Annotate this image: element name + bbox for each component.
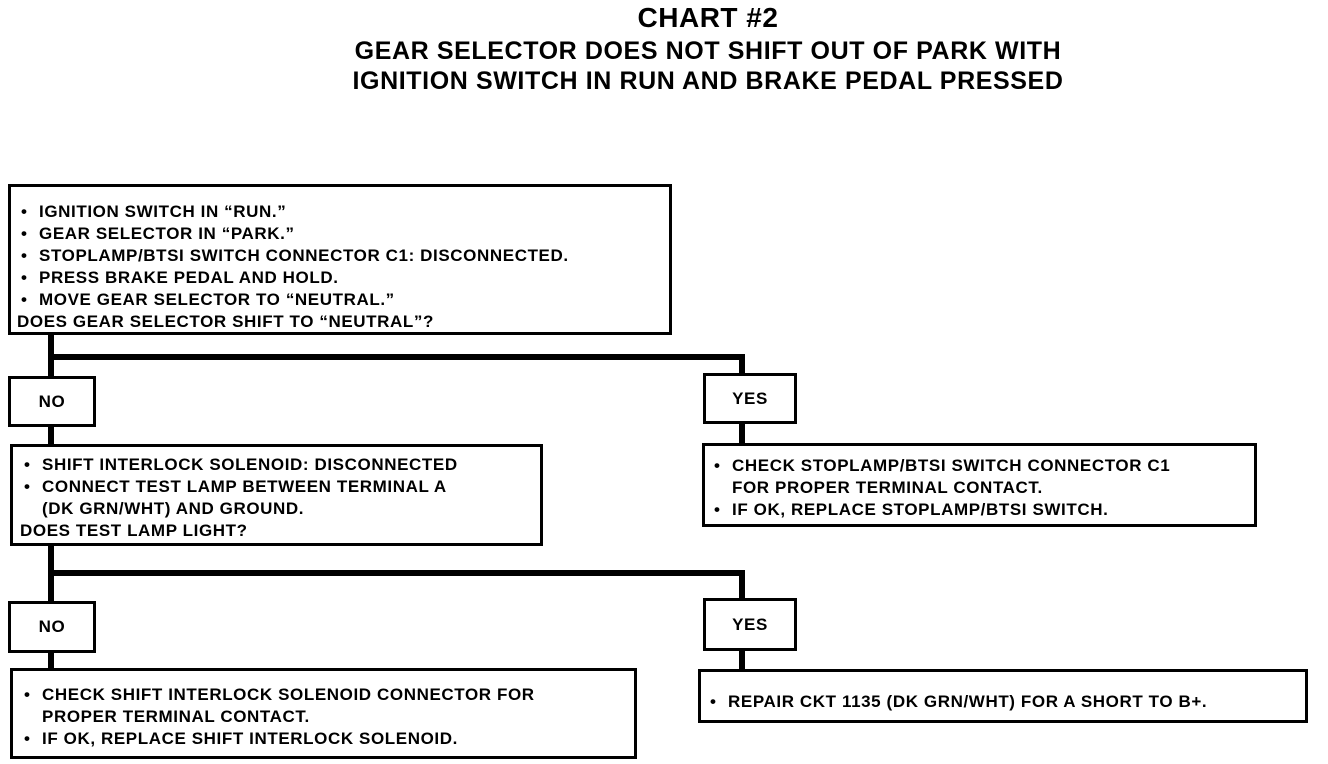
yes2-result-bullet: • REPAIR CKT 1135 (DK GRN/WHT) FOR A SHOR… — [710, 691, 1207, 713]
yes1-result-bullet: • IF OK, REPLACE STOPLAMP/BTSI SWITCH. — [714, 499, 1170, 521]
yes1-result-continuation: FOR PROPER TERMINAL CONTACT. — [732, 478, 1043, 497]
step1-bullet-text: GEAR SELECTOR IN “PARK.” — [39, 224, 295, 243]
step1-bullet: • GEAR SELECTOR IN “PARK.” — [21, 223, 569, 245]
step1-box: • IGNITION SWITCH IN “RUN.” • GEAR SELECTO… — [8, 184, 672, 335]
no2-result-bullet-text: IF OK, REPLACE SHIFT INTERLOCK SOLENOID. — [42, 729, 458, 748]
step1-bullet-text: STOPLAMP/BTSI SWITCH CONNECTOR C1: DISCO… — [39, 246, 569, 265]
yes1-result-bullet: • CHECK STOPLAMP/BTSI SWITCH CONNECTOR C1 — [714, 455, 1170, 477]
no-label-branch2: NO — [8, 601, 96, 653]
no2-result-continuation: PROPER TERMINAL CONTACT. — [42, 707, 310, 726]
no-label-branch1: NO — [8, 376, 96, 427]
step1-bullet: • PRESS BRAKE PEDAL AND HOLD. — [21, 267, 569, 289]
step2-box: •SHIFT INTERLOCK SOLENOID: DISCONNECTED … — [10, 444, 543, 546]
bullet-glyph: • — [24, 685, 31, 704]
bullet-glyph: • — [21, 290, 28, 309]
no2-result-bullet: • CHECK SHIFT INTERLOCK SOLENOID CONNECTO… — [24, 684, 535, 706]
step1-bullet: • STOPLAMP/BTSI SWITCH CONNECTOR C1: DISC… — [21, 245, 569, 267]
step1-bullet-text: MOVE GEAR SELECTOR TO “NEUTRAL.” — [39, 290, 395, 309]
chart-subtitle-line-1: GEAR SELECTOR DOES NOT SHIFT OUT OF PARK… — [354, 37, 1062, 65]
yes1-result-bullet-text: CHECK STOPLAMP/BTSI SWITCH CONNECTOR C1 — [732, 456, 1171, 475]
step2-content: •SHIFT INTERLOCK SOLENOID: DISCONNECTED … — [20, 454, 458, 542]
step1-bullet-text: PRESS BRAKE PEDAL AND HOLD. — [39, 268, 339, 287]
step2-bullet: • CONNECT TEST LAMP BETWEEN TERMINAL A — [24, 476, 458, 498]
step2-question: DOES TEST LAMP LIGHT? — [20, 521, 248, 540]
step2-bullet-continuation: (DK GRN/WHT) AND GROUND. — [42, 499, 305, 518]
yes2-result-bullet-text: REPAIR CKT 1135 (DK GRN/WHT) FOR A SHORT… — [728, 692, 1208, 711]
yes2-result-content: • REPAIR CKT 1135 (DK GRN/WHT) FOR A SHOR… — [710, 691, 1207, 713]
no2-result-bullet-text: CHECK SHIFT INTERLOCK SOLENOID CONNECTOR… — [42, 685, 535, 704]
no2-result-bullet: • IF OK, REPLACE SHIFT INTERLOCK SOLENOID… — [24, 728, 535, 750]
bullet-glyph: • — [710, 692, 717, 711]
step1-bullet: • IGNITION SWITCH IN “RUN.” — [21, 201, 569, 223]
bullet-glyph: • — [24, 477, 31, 496]
bullet-glyph: • — [714, 456, 721, 475]
bullet-glyph: • — [21, 246, 28, 265]
no2-result-box: • CHECK SHIFT INTERLOCK SOLENOID CONNECTO… — [10, 668, 637, 759]
step1-bullet: • MOVE GEAR SELECTOR TO “NEUTRAL.” — [21, 289, 569, 311]
chart-subtitle-line-2: IGNITION SWITCH IN RUN AND BRAKE PEDAL P… — [352, 67, 1064, 95]
chart-title: CHART #2 — [637, 2, 779, 33]
step1-question: DOES GEAR SELECTOR SHIFT TO “NEUTRAL”? — [17, 312, 434, 331]
step2-bullet-text: CONNECT TEST LAMP BETWEEN TERMINAL A — [42, 477, 447, 496]
step1-content: • IGNITION SWITCH IN “RUN.” • GEAR SELECTO… — [17, 201, 569, 333]
bullet-glyph: • — [21, 268, 28, 287]
bullet-glyph: • — [24, 729, 31, 748]
yes-label-branch2: YES — [703, 598, 797, 651]
no2-result-content: • CHECK SHIFT INTERLOCK SOLENOID CONNECTO… — [24, 684, 535, 750]
yes2-result-box: • REPAIR CKT 1135 (DK GRN/WHT) FOR A SHOR… — [698, 669, 1308, 723]
yes1-result-bullet-text: IF OK, REPLACE STOPLAMP/BTSI SWITCH. — [732, 500, 1109, 519]
yes1-result-content: • CHECK STOPLAMP/BTSI SWITCH CONNECTOR C1… — [714, 455, 1170, 521]
bullet-glyph: • — [24, 455, 31, 474]
step1-bullet-text: IGNITION SWITCH IN “RUN.” — [39, 202, 287, 221]
bullet-glyph: • — [714, 500, 721, 519]
yes-label-branch1: YES — [703, 373, 797, 424]
yes1-result-box: • CHECK STOPLAMP/BTSI SWITCH CONNECTOR C1… — [702, 443, 1257, 527]
bullet-glyph: • — [21, 224, 28, 243]
step2-bullet: • SHIFT INTERLOCK SOLENOID: DISCONNECTED — [24, 454, 458, 476]
step2-bullet-text: SHIFT INTERLOCK SOLENOID: DISCONNECTED — [42, 455, 458, 474]
bullet-glyph: • — [21, 202, 28, 221]
